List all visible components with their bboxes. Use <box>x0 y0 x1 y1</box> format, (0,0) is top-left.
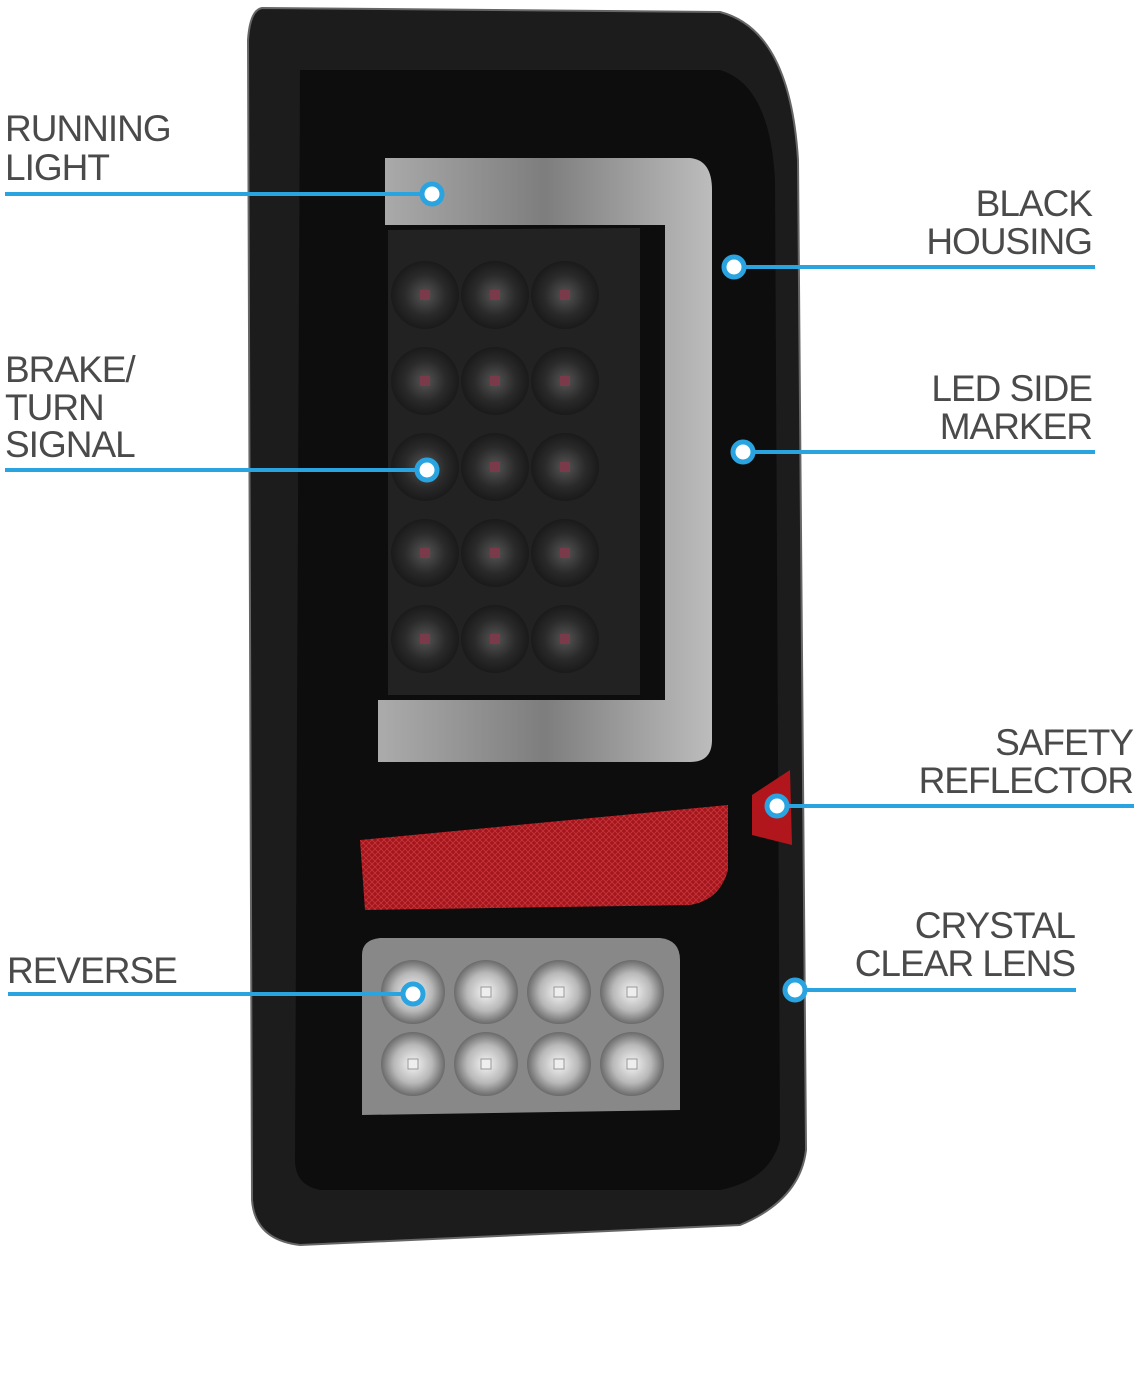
label-reverse: REVERSE <box>7 950 177 991</box>
label-crystal-clear-lens: CLEAR LENS <box>855 943 1075 984</box>
led-chip <box>553 1058 565 1070</box>
led-chip <box>490 290 500 300</box>
led-chip <box>420 634 430 644</box>
led-chip <box>560 376 570 386</box>
callout-dot <box>782 977 808 1003</box>
label-safety-reflector: REFLECTOR <box>919 760 1133 801</box>
label-crystal-clear-lens: CRYSTAL <box>915 905 1076 946</box>
label-black-housing: BLACK <box>976 183 1094 224</box>
led-chip <box>560 290 570 300</box>
led-chip <box>480 986 492 998</box>
label-led-side-marker: LED SIDE <box>931 368 1092 409</box>
label-running-light: LIGHT <box>5 147 109 188</box>
label-brake-turn: BRAKE/ <box>5 349 136 390</box>
led-chip <box>490 548 500 558</box>
led-chip <box>560 462 570 472</box>
led-chip <box>626 1058 638 1070</box>
reverse-led-grid <box>381 960 664 1096</box>
callout-dot <box>764 793 790 819</box>
led-chip <box>420 548 430 558</box>
led-chip <box>490 634 500 644</box>
red-reflector <box>360 805 728 910</box>
led-chip <box>490 376 500 386</box>
callout-dot <box>400 981 426 1007</box>
light-bar <box>378 158 712 762</box>
brake-led-grid <box>391 261 599 673</box>
label-running-light: RUNNING <box>5 108 171 149</box>
label-brake-turn: TURN <box>5 387 104 428</box>
led-chip <box>420 376 430 386</box>
callout-dot <box>419 181 445 207</box>
led-chip <box>420 290 430 300</box>
led-chip <box>626 986 638 998</box>
led-chip <box>560 634 570 644</box>
label-safety-reflector: SAFETY <box>995 722 1133 763</box>
led-chip <box>553 986 565 998</box>
led-chip <box>480 1058 492 1070</box>
led-chip <box>560 548 570 558</box>
label-brake-turn: SIGNAL <box>5 424 135 465</box>
led-chip <box>490 462 500 472</box>
label-led-side-marker: MARKER <box>940 406 1092 447</box>
led-chip <box>407 1058 419 1070</box>
label-black-housing: HOUSING <box>926 221 1092 262</box>
callout-dot <box>721 254 747 280</box>
callout-dot <box>730 439 756 465</box>
callout-dot <box>414 457 440 483</box>
